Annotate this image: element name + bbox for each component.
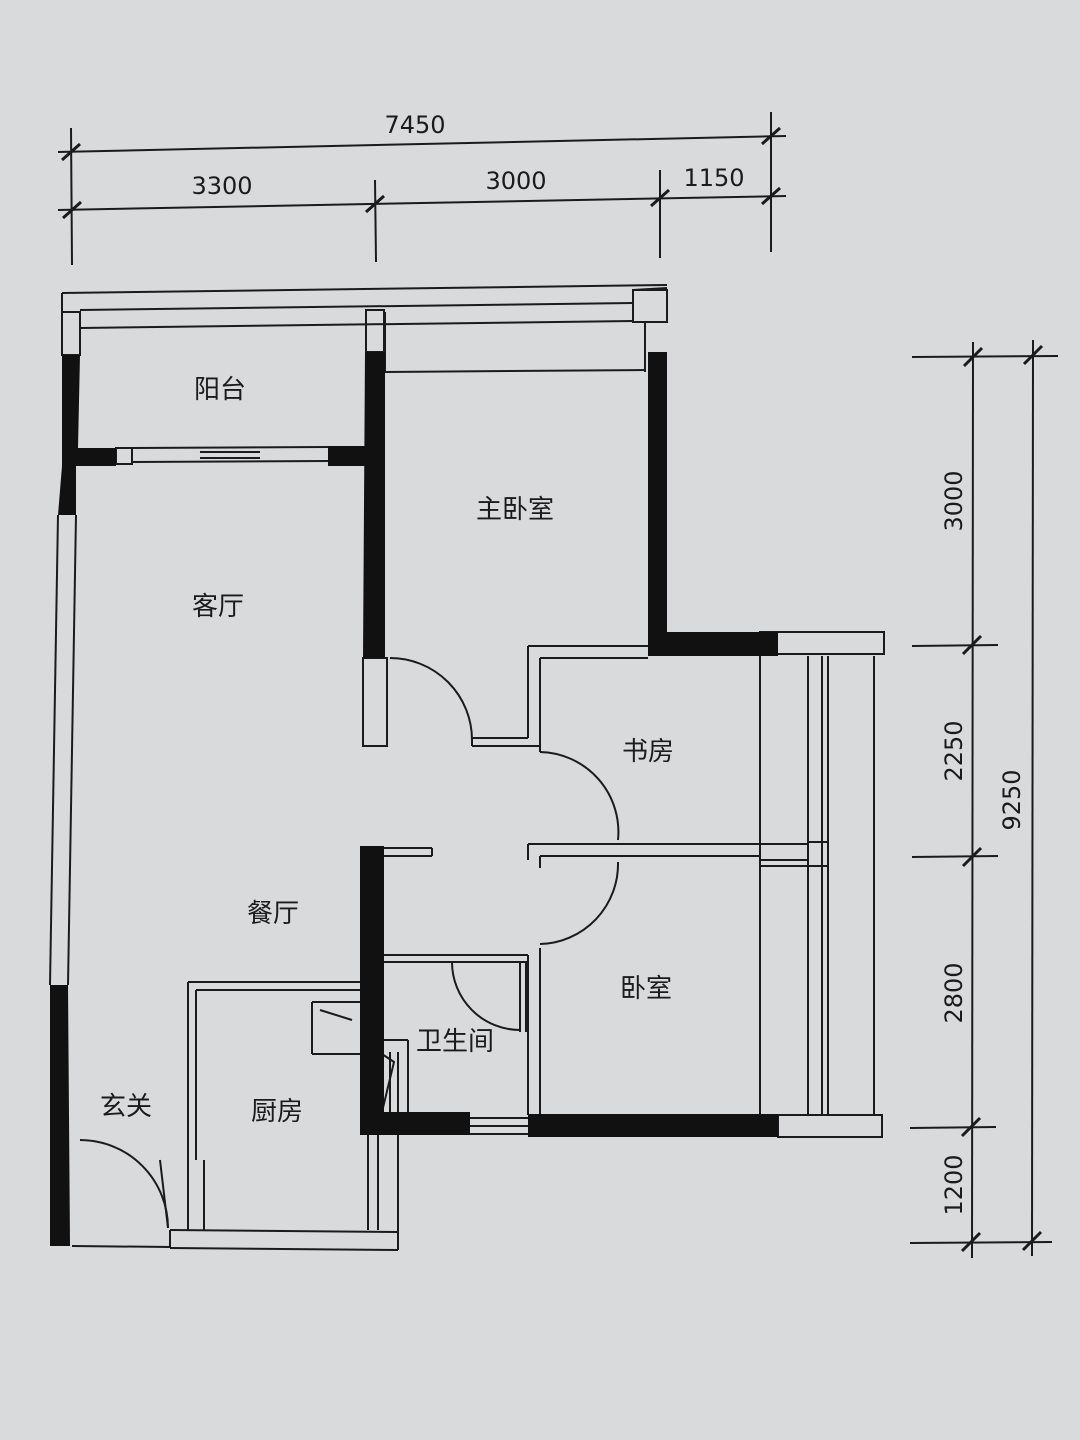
wall-bath-south — [360, 1112, 470, 1135]
wall-study-north — [648, 632, 778, 656]
dim-right-segment-1: 3000 — [940, 470, 968, 531]
dim-right-segment-3: 2800 — [940, 962, 968, 1023]
room-label-bathroom: 卫生间 — [416, 1027, 494, 1057]
room-label-kitchen: 厨房 — [251, 1097, 303, 1127]
wall-west-balcony — [62, 355, 80, 448]
dim-top-segment-2: 3000 — [485, 167, 546, 195]
dim-top-total: 7450 — [384, 111, 445, 139]
room-label-living-room: 客厅 — [192, 592, 244, 622]
right-dimension-lines — [909, 339, 1059, 1259]
thick-walls — [50, 352, 778, 1246]
wall-master-west — [363, 352, 385, 658]
dim-right-segment-4: 1200 — [940, 1154, 968, 1215]
door-swings — [79, 657, 620, 1229]
room-label-master-bedroom: 主卧室 — [476, 495, 554, 525]
room-label-dining-room: 餐厅 — [247, 899, 299, 929]
wall-master-east — [648, 352, 667, 632]
room-label-balcony: 阳台 — [194, 375, 246, 405]
wall-west-lower — [50, 985, 70, 1246]
dim-top-segment-1: 3300 — [191, 172, 252, 200]
dim-top-segment-3: 1150 — [683, 164, 744, 192]
wall-balcony-floor-left — [62, 448, 116, 466]
room-label-study: 书房 — [622, 737, 674, 767]
wall-bedroom-south — [528, 1114, 778, 1137]
room-label-entrance: 玄关 — [100, 1092, 152, 1122]
dim-right-total: 9250 — [998, 769, 1026, 830]
wall-west-upper — [58, 466, 76, 515]
room-label-bedroom: 卧室 — [620, 974, 672, 1004]
dim-right-segment-2: 2250 — [940, 720, 968, 781]
top-dimension-lines — [57, 112, 787, 266]
wall-dining-east — [360, 846, 384, 1135]
wall-balcony-floor-right — [328, 446, 365, 466]
